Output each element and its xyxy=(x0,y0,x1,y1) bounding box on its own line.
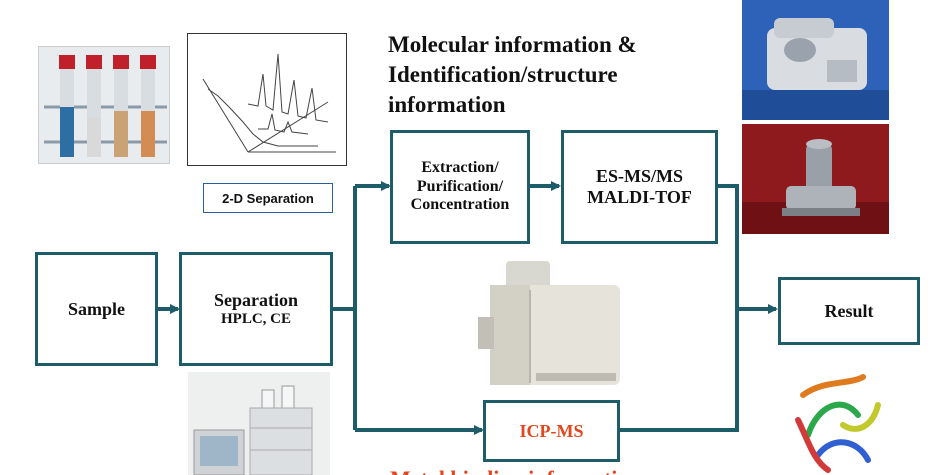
esms-line-2: MALDI-TOF xyxy=(587,187,692,207)
chromatogram-plot-image xyxy=(187,33,347,166)
heading-line-1: Molecular information & xyxy=(388,32,637,57)
extraction-line-1: Extraction/ xyxy=(421,159,499,177)
sample-tubes-photo xyxy=(38,46,170,164)
connector-esms-to-join xyxy=(718,184,739,309)
metal-binding-caption-text: Metal binding information xyxy=(390,466,790,475)
heading-line-3: information xyxy=(388,92,506,117)
separation-title: Separation xyxy=(213,290,298,311)
result-box: Result xyxy=(778,277,920,345)
icp-ms-box: ICP-MS xyxy=(483,400,620,462)
icp-ms-instrument-photo xyxy=(470,255,630,393)
extraction-line-2: Purification/ xyxy=(416,177,504,195)
metal-binding-caption: Metal binding information xyxy=(390,466,790,475)
heading-line-2: Identification/structure xyxy=(388,62,618,87)
icp-ms-label: ICP-MS xyxy=(519,420,584,441)
maldi-instrument-photo-red xyxy=(742,124,889,234)
sample-box: Sample xyxy=(35,252,158,366)
extraction-line-3: Concentration xyxy=(410,196,510,214)
esms-maldi-box: ES-MS/MS MALDI-TOF xyxy=(561,130,718,244)
protein-structure-image xyxy=(788,365,888,475)
separation-box: Separation HPLC, CE xyxy=(179,252,333,366)
hplc-system-photo xyxy=(188,372,330,475)
sample-label: Sample xyxy=(67,298,125,319)
result-label: Result xyxy=(824,300,874,321)
connector-icpms-to-join xyxy=(620,309,739,432)
separation-subtitle: HPLC, CE xyxy=(220,310,291,327)
esms-line-1: ES-MS/MS xyxy=(595,166,683,187)
mass-spectrometer-photo-blue xyxy=(742,0,889,120)
extraction-box: Extraction/ Purification/ Concentration xyxy=(390,130,530,244)
two-d-separation-label: 2-D Separation xyxy=(203,183,333,213)
molecular-information-heading: Molecular information & Identification/s… xyxy=(388,30,738,120)
